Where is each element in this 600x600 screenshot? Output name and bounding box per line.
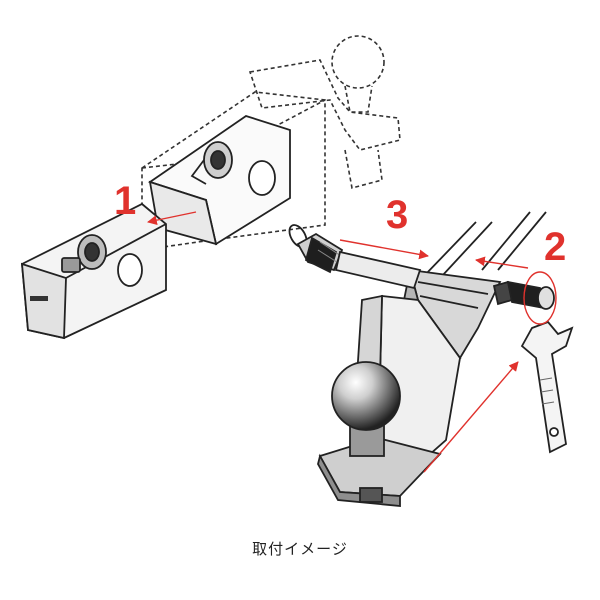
arrow-step-2 <box>475 256 529 269</box>
wrench-icon <box>520 320 574 454</box>
ghost-ball <box>331 35 385 89</box>
clamp-bolt <box>61 234 107 273</box>
threaded-bolt <box>492 280 555 310</box>
lock-pin <box>288 224 422 290</box>
highlight-ring <box>523 271 557 325</box>
clamp-bracket <box>20 202 167 340</box>
diagram-caption: 取付イメージ <box>252 540 348 558</box>
hitch-ball <box>331 361 401 431</box>
step-number-3: 3 <box>386 193 408 237</box>
step-number-2: 2 <box>544 225 566 269</box>
arrow-step-3 <box>339 239 429 260</box>
guide-arrows <box>147 211 557 473</box>
receiver-tubes <box>423 211 547 277</box>
receiver-bracket <box>147 115 291 246</box>
arrow-lift <box>423 361 519 473</box>
arrow-step-1 <box>147 211 197 225</box>
bracket-bolt-upper <box>190 141 233 185</box>
step-number-1: 1 <box>114 179 136 223</box>
clamp-hole <box>117 253 143 287</box>
bracket-hole-upper <box>248 160 276 196</box>
